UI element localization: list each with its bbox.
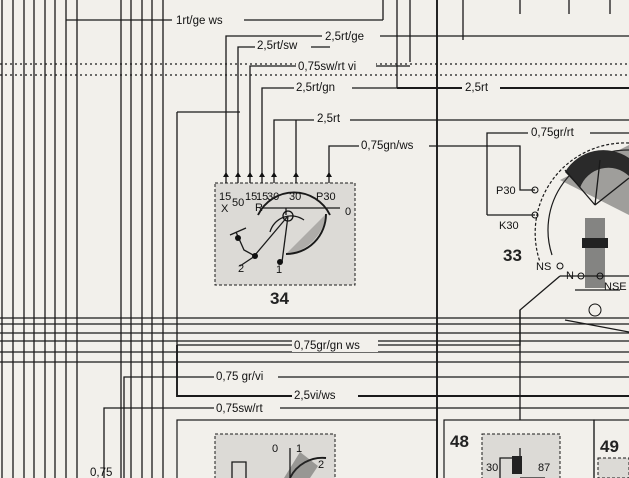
pin-50: 50 [232,197,244,209]
switch-mechanism [229,191,340,267]
wire-0-75-bottom: 0,75 [90,467,112,478]
pin-30b: 30 [289,191,301,203]
wire-label-w1: 1rt/ge ws [176,15,223,27]
pin-p30: P30 [316,191,336,203]
lower-pin-1: 1 [296,443,302,455]
wire-2-5rt-gn: 2,5rt/gn [261,80,397,170]
wire-1rt-ge-ws: 1rt/ge ws [66,13,383,27]
wire-0-75sw-rt-vi: 0,75sw/rt vi [249,59,410,170]
wire-label-w14: 0,75 [90,467,112,478]
wire-2-5vi-ws: 2,5vi/ws [176,345,629,402]
pin-arrows [223,170,332,183]
wire-2-5rt-sw: 2,5rt/sw [237,39,330,170]
wire-label-w13: 0,75sw/rt [216,403,263,415]
wire-label-w7: 2,5rt [317,113,341,125]
pin-r: R [255,202,263,214]
pin-15x: 15 [219,191,231,203]
wire-0-75gr-gn-ws: 0,75gr/gn ws [176,111,561,352]
pin-15b: 15 [256,191,268,203]
wire-label-w11: 0,75 gr/vi [216,371,263,383]
wire-label-w10: 0,75gr/gn ws [294,340,360,352]
wire-2-5rt-ge: 2,5rt/ge [225,28,629,170]
pin-15r: 15 [245,191,257,203]
pin-30-48: 30 [486,462,498,474]
wire-0-75gr-vi: 0,75 gr/vi [123,369,629,478]
wire-0-75gn-ws: 0,75gn/ws [328,138,535,191]
pin-p30: P30 [496,185,516,197]
wire-label-w8: 0,75gr/rt [531,127,575,139]
wire-2-5rt-long: 2,5rt [397,80,629,94]
wire-label-w9: 0,75gn/ws [361,140,414,152]
wire-label-w12: 2,5vi/ws [294,390,336,402]
vertical-wire-bundle-left [1,0,164,478]
pin-0: 0 [345,206,351,218]
pin-2: 2 [238,263,244,275]
wire-label-w2: 2,5rt/ge [325,31,364,43]
pin-1: 1 [276,264,282,276]
pin-ns: NS [536,261,551,273]
pin-k30: K30 [499,220,519,232]
lower-pin-2: 2 [318,459,324,471]
bottom-component-boxes: 0 1 2 30 87 48 49 [176,419,629,478]
wire-label-w5: 2,5rt/gn [296,82,335,94]
component-number-49: 49 [600,437,619,456]
component-33-light-switch: P30 K30 NS N NSE 33 [487,142,629,333]
wire-label-w6: 2,5rt [465,82,489,94]
wire-2-5rt-pin30: 2,5rt [273,111,629,170]
pin-87-48: 87 [538,462,550,474]
wire-label-w3: 2,5rt/sw [257,40,298,52]
pin-nse: NSE [604,281,627,293]
wire-label-w4: 0,75sw/rt vi [298,61,356,73]
vertical-wire-bundle-right [382,0,611,478]
wire-0-75sw-rt: 0,75sw/rt [103,401,629,478]
lower-pin-0: 0 [272,443,278,455]
component-number-34: 34 [270,289,289,308]
pin-x: X [221,203,229,215]
component-34-switch: 15 X 50 15 R 15 30 30 P30 0 2 1 34 [214,170,356,308]
pin-n: N [566,270,574,282]
wire-0-75gr-rt: 0,75gr/rt [486,125,629,215]
component-number-33: 33 [503,246,522,265]
component-number-48: 48 [450,432,469,451]
